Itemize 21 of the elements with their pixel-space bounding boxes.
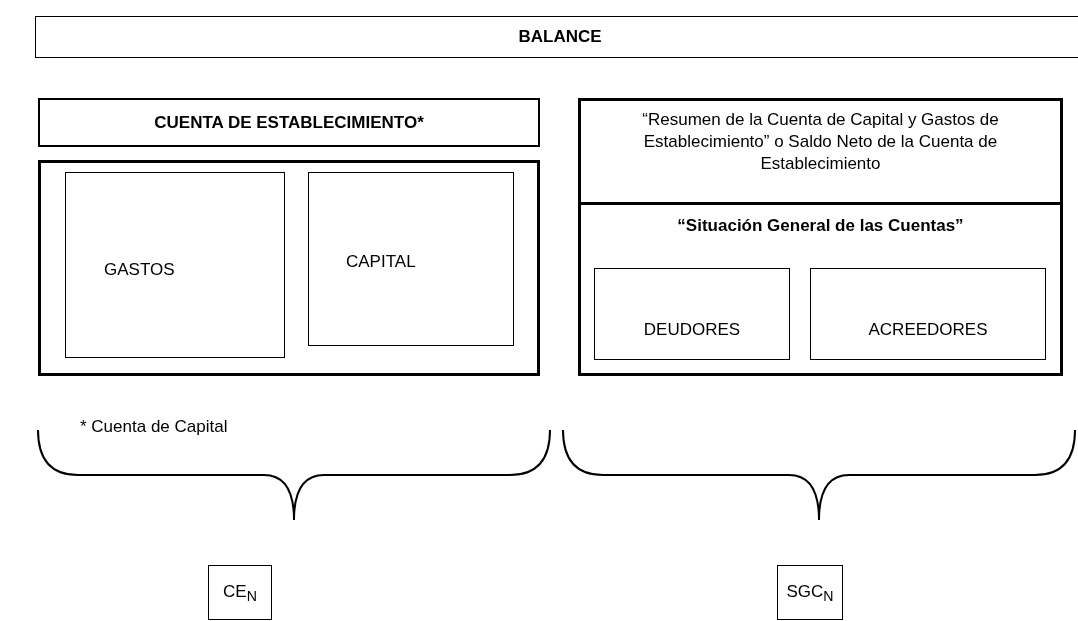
- account-box: [594, 268, 790, 360]
- box-text: CE$_{N}$: [222, 581, 258, 606]
- header-box: [38, 98, 540, 147]
- group-box: [578, 98, 1063, 376]
- box-text: DEUDORES: [642, 319, 742, 341]
- result-box: [208, 565, 272, 620]
- box-text: ACREEDORES: [867, 319, 989, 341]
- box-text: GASTOS: [103, 259, 176, 281]
- box-text: “Resumen de la Cuenta de Capital y Gastos de Establecimiento” o Saldo Neto de la Cuenta de Establecimiento: [641, 109, 1000, 176]
- box-text: “Situación General de las Cuentas”: [676, 215, 965, 237]
- group-box: [38, 160, 540, 376]
- box-text: BALANCE: [517, 26, 603, 48]
- account-box: [308, 172, 514, 346]
- box-text: CAPITAL: [345, 251, 417, 273]
- result-box: [777, 565, 843, 620]
- box-text: CUENTA DE ESTABLECIMIENTO*: [153, 112, 425, 134]
- title-bar: [35, 16, 1078, 58]
- account-box: [810, 268, 1046, 360]
- footnote: * Cuenta de Capital: [80, 417, 228, 437]
- account-box: [65, 172, 285, 358]
- box-text: SGC$_{N}$: [785, 581, 835, 606]
